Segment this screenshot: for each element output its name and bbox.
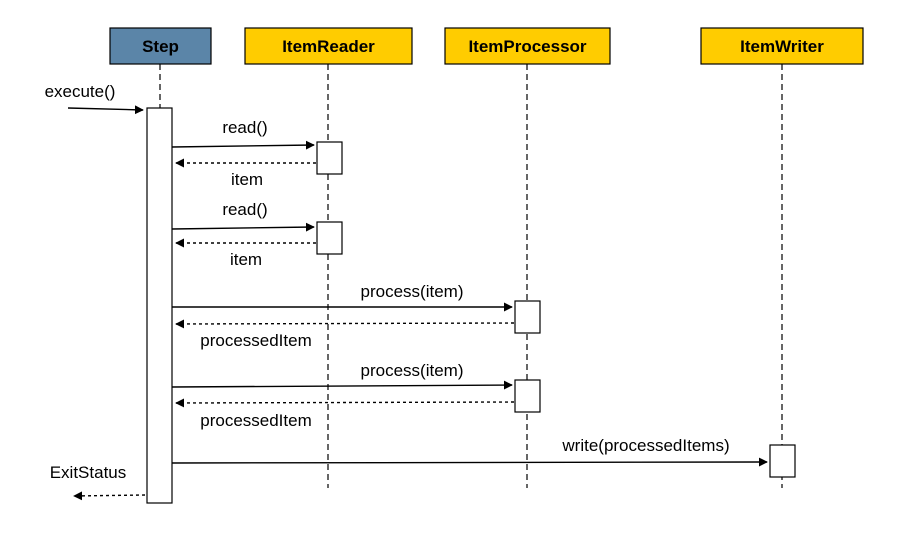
message-process-2-label: process(item): [361, 361, 464, 380]
message-write-arrow: [171, 457, 768, 467]
participant-step-label: Step: [142, 37, 179, 56]
message-item-2-label: item: [230, 250, 262, 269]
message-exitstatus-arrow: [73, 491, 146, 501]
participant-itemprocessor-label: ItemProcessor: [468, 37, 586, 56]
message-processed-1: processedItem: [175, 319, 515, 350]
participant-itemprocessor-box: [444, 27, 611, 65]
message-processed-2-arrow: [175, 398, 515, 408]
message-read-1-arrow: [171, 140, 315, 150]
message-read-2-arrow: [171, 222, 315, 232]
participant-itemwriter-label: ItemWriter: [740, 37, 824, 56]
message-write-label: write(processedItems): [561, 436, 729, 455]
participant-itemwriter: ItemWriter: [700, 27, 864, 65]
activation-itemreader-1: [316, 141, 343, 175]
message-item-1: item: [175, 158, 316, 189]
message-read-2: read(): [171, 200, 315, 232]
message-exitstatus: ExitStatus: [50, 463, 146, 501]
message-process-1-label: process(item): [361, 282, 464, 301]
activation-itemprocessor-1: [514, 300, 541, 334]
participant-itemreader: ItemReader: [244, 27, 413, 65]
message-execute-label: execute(): [45, 82, 116, 101]
participant-step: Step: [109, 27, 212, 65]
message-processed-1-label: processedItem: [200, 331, 312, 350]
activation-itemreader-2: [316, 221, 343, 255]
message-read-1: read(): [171, 118, 315, 150]
participant-step-box: [109, 27, 212, 65]
message-item-1-label: item: [231, 170, 263, 189]
message-processed-2: processedItem: [175, 398, 515, 430]
message-execute-arrow: [67, 105, 144, 115]
message-read-2-label: read(): [222, 200, 267, 219]
message-exitstatus-label: ExitStatus: [50, 463, 127, 482]
message-processed-2-label: processedItem: [200, 411, 312, 430]
participant-itemprocessor: ItemProcessor: [444, 27, 611, 65]
message-process-1: process(item): [172, 282, 513, 312]
participant-itemreader-label: ItemReader: [282, 37, 375, 56]
activation-step: [146, 107, 173, 504]
message-process-2-arrow: [171, 380, 513, 390]
message-processed-1-arrow: [175, 319, 515, 329]
participant-itemreader-box: [244, 27, 413, 65]
message-read-1-label: read(): [222, 118, 267, 137]
activation-itemprocessor-2: [514, 379, 541, 413]
participant-itemwriter-box: [700, 27, 864, 65]
message-process-2: process(item): [171, 361, 513, 390]
message-execute: execute(): [45, 82, 144, 115]
message-item-2: item: [175, 238, 316, 269]
activation-itemwriter: [769, 444, 796, 478]
message-write: write(processedItems): [171, 436, 768, 467]
